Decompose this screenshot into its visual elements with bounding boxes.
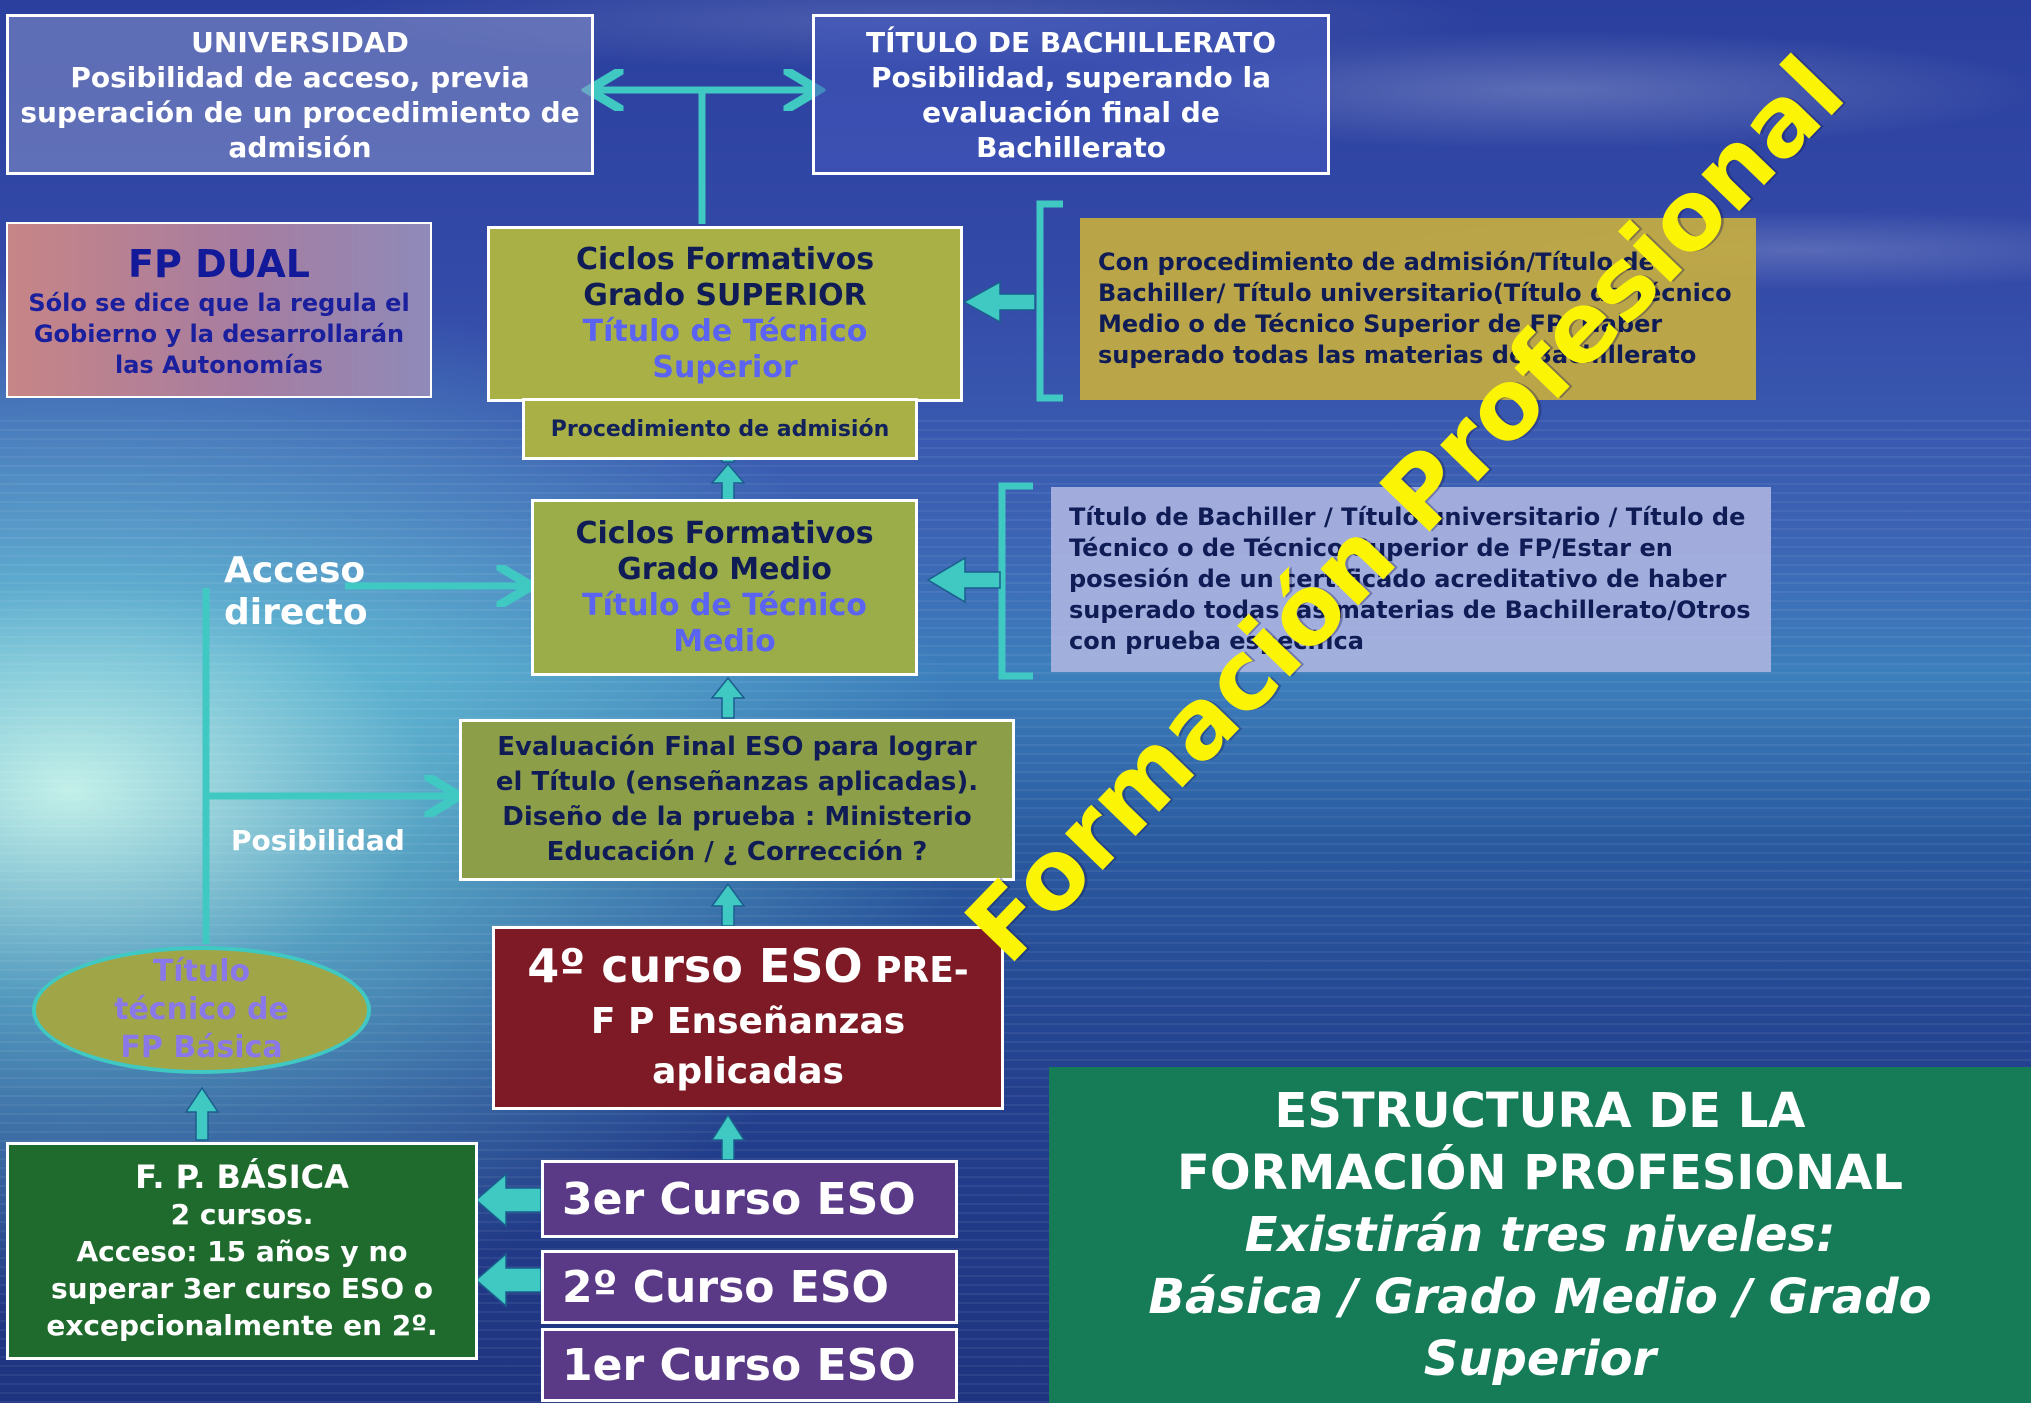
grado-superior-title-2: Superior [652,350,798,385]
titulo-fpb-line-1: Título [152,954,251,989]
grado-medio-line-2: Grado Medio [617,551,832,587]
arrow-eso3-fpb [474,1172,542,1228]
arrow-req-gs [962,280,1036,324]
estructura-line-4: Básica / Grado Medio / Grado [1148,1269,1932,1325]
estructura-line-1: ESTRUCTURA DE LA [1274,1083,1806,1139]
grado-medio-title-1: Título de Técnico [582,587,867,623]
acceso-label-2: directo [224,592,368,633]
fp-basica-box: F. P. BÁSICA 2 cursos. Acceso: 15 años y… [6,1142,478,1360]
fp-dual-text-2: Gobierno y la desarrollarán [33,319,405,348]
universidad-box: UNIVERSIDAD Posibilidad de acceso, previ… [6,14,594,175]
gm-req-line-3: posesión de un certificado acreditativo … [1069,565,1727,593]
estructura-box: ESTRUCTURA DE LA FORMACIÓN PROFESIONAL E… [1049,1067,2031,1403]
titulo-fpb-line-3: FP Básica [120,1030,283,1065]
eso1-label: 1er Curso ESO [562,1339,916,1391]
arrow-gm-adm [710,462,746,501]
grado-medio-line-1: Ciclos Formativos [575,515,874,551]
arrow-req-gm [926,556,1001,604]
eso2-box: 2º Curso ESO [541,1250,958,1324]
grado-superior-title-1: Título de Técnico [582,314,868,349]
eso1-box: 1er Curso ESO [541,1328,958,1402]
arrow-fpb-titulo [184,1086,220,1141]
fp-basica-line-4: excepcionalmente en 2º. [46,1308,438,1342]
bachillerato-title: TÍTULO DE BACHILLERATO [865,25,1277,59]
evaluacion-line-1: Evaluación Final ESO para lograr [497,732,977,762]
grado-superior-line-2: Grado SUPERIOR [583,278,867,313]
eso4-line-2: F P Enseñanzas [590,1000,906,1042]
fp-basica-line-2: Acceso: 15 años y no [76,1234,408,1268]
arrow-eso4-eval [710,882,746,927]
grado-medio-box: Ciclos Formativos Grado Medio Título de … [531,499,918,676]
grado-medio-title-2: Medio [673,623,776,659]
fp-dual-title: FP DUAL [128,241,310,286]
grado-superior-box: Ciclos Formativos Grado SUPERIOR Título … [487,226,963,402]
fp-basica-title: F. P. BÁSICA [135,1157,349,1196]
bachillerato-text-2: evaluación final de [922,95,1220,129]
eso2-label: 2º Curso ESO [562,1261,889,1313]
acceso-directo-label: Acceso directo [224,550,368,634]
estructura-line-5: Superior [1423,1331,1657,1387]
evaluacion-line-2: el Título (enseñanzas aplicadas). [495,767,979,797]
gm-req-line-2: Técnico o de Técnico Superior de FP/Esta… [1069,534,1673,562]
arrow-eso2-fpb [474,1252,542,1308]
procedimiento-admision-box: Procedimiento de admisión [522,398,918,460]
gs-req-line-3: Medio o de Técnico Superior de FP/ Haber [1098,310,1663,338]
gs-req-line-1: Con procedimiento de admisión/Título de [1098,248,1655,276]
fp-dual-text-1: Sólo se dice que la regula el [28,288,410,317]
fp-basica-line-1: 2 cursos. [170,1197,314,1231]
eso3-box: 3er Curso ESO [541,1160,958,1238]
brace-grado-superior [1036,200,1063,402]
eso4-line-1: 4º curso ESO PRE- [527,940,969,997]
bachillerato-text-3: Bachillerato [976,130,1166,164]
bachillerato-text-1: Posibilidad, superando la [870,60,1271,94]
brace-grado-medio [998,482,1033,680]
bachillerato-box: TÍTULO DE BACHILLERATO Posibilidad, supe… [812,14,1330,175]
eso4-box: 4º curso ESO PRE- F P Enseñanzas aplicad… [492,926,1004,1110]
estructura-line-3: Existirán tres niveles: [1244,1207,1836,1263]
posibilidad-label: Posibilidad [231,824,405,857]
gs-req-line-4: superado todas las materias de Bachiller… [1098,341,1697,369]
arrow-eso3-eso4 [710,1113,746,1161]
universidad-text-1: Posibilidad de acceso, previa [70,60,530,94]
grado-superior-requisitos: Con procedimiento de admisión/Título de … [1080,218,1756,400]
acceso-label-1: Acceso [224,550,366,591]
eso3-label: 3er Curso ESO [562,1173,916,1225]
eso4-pre: PRE- [862,949,969,991]
gm-req-line-4: superado todas las materias de Bachiller… [1069,596,1751,624]
gm-req-line-1: Título de Bachiller / Título universitar… [1069,503,1746,531]
titulo-fp-basica-ellipse: Título técnico de FP Básica [32,946,371,1074]
fp-dual-box: FP DUAL Sólo se dice que la regula el Go… [6,222,432,398]
arrow-eval-gm [710,676,746,719]
fp-dual-text-3: las Autonomías [115,350,323,379]
titulo-fpb-line-2: técnico de [114,992,289,1027]
gm-req-line-5: con prueba específica [1069,627,1364,655]
grado-medio-requisitos: Título de Bachiller / Título universitar… [1051,487,1771,672]
evaluacion-final-box: Evaluación Final ESO para lograr el Títu… [459,719,1015,881]
evaluacion-line-4: Educación / ¿ Corrección ? [546,837,928,867]
universidad-title: UNIVERSIDAD [191,25,409,59]
gs-req-line-2: Bachiller/ Título universitario(Título d… [1098,279,1732,307]
fp-basica-line-3: superar 3er curso ESO o [51,1271,433,1305]
estructura-line-2: FORMACIÓN PROFESIONAL [1177,1145,1903,1201]
evaluacion-line-3: Diseño de la prueba : Ministerio [502,802,972,832]
universidad-text-2: superación de un procedimiento de [20,95,580,129]
grado-superior-line-1: Ciclos Formativos [575,242,875,277]
procedimiento-admision-label: Procedimiento de admisión [550,416,890,442]
universidad-text-3: admisión [228,130,372,164]
eso4-line-3: aplicadas [652,1050,844,1092]
eso4-main: 4º curso ESO [527,938,863,993]
